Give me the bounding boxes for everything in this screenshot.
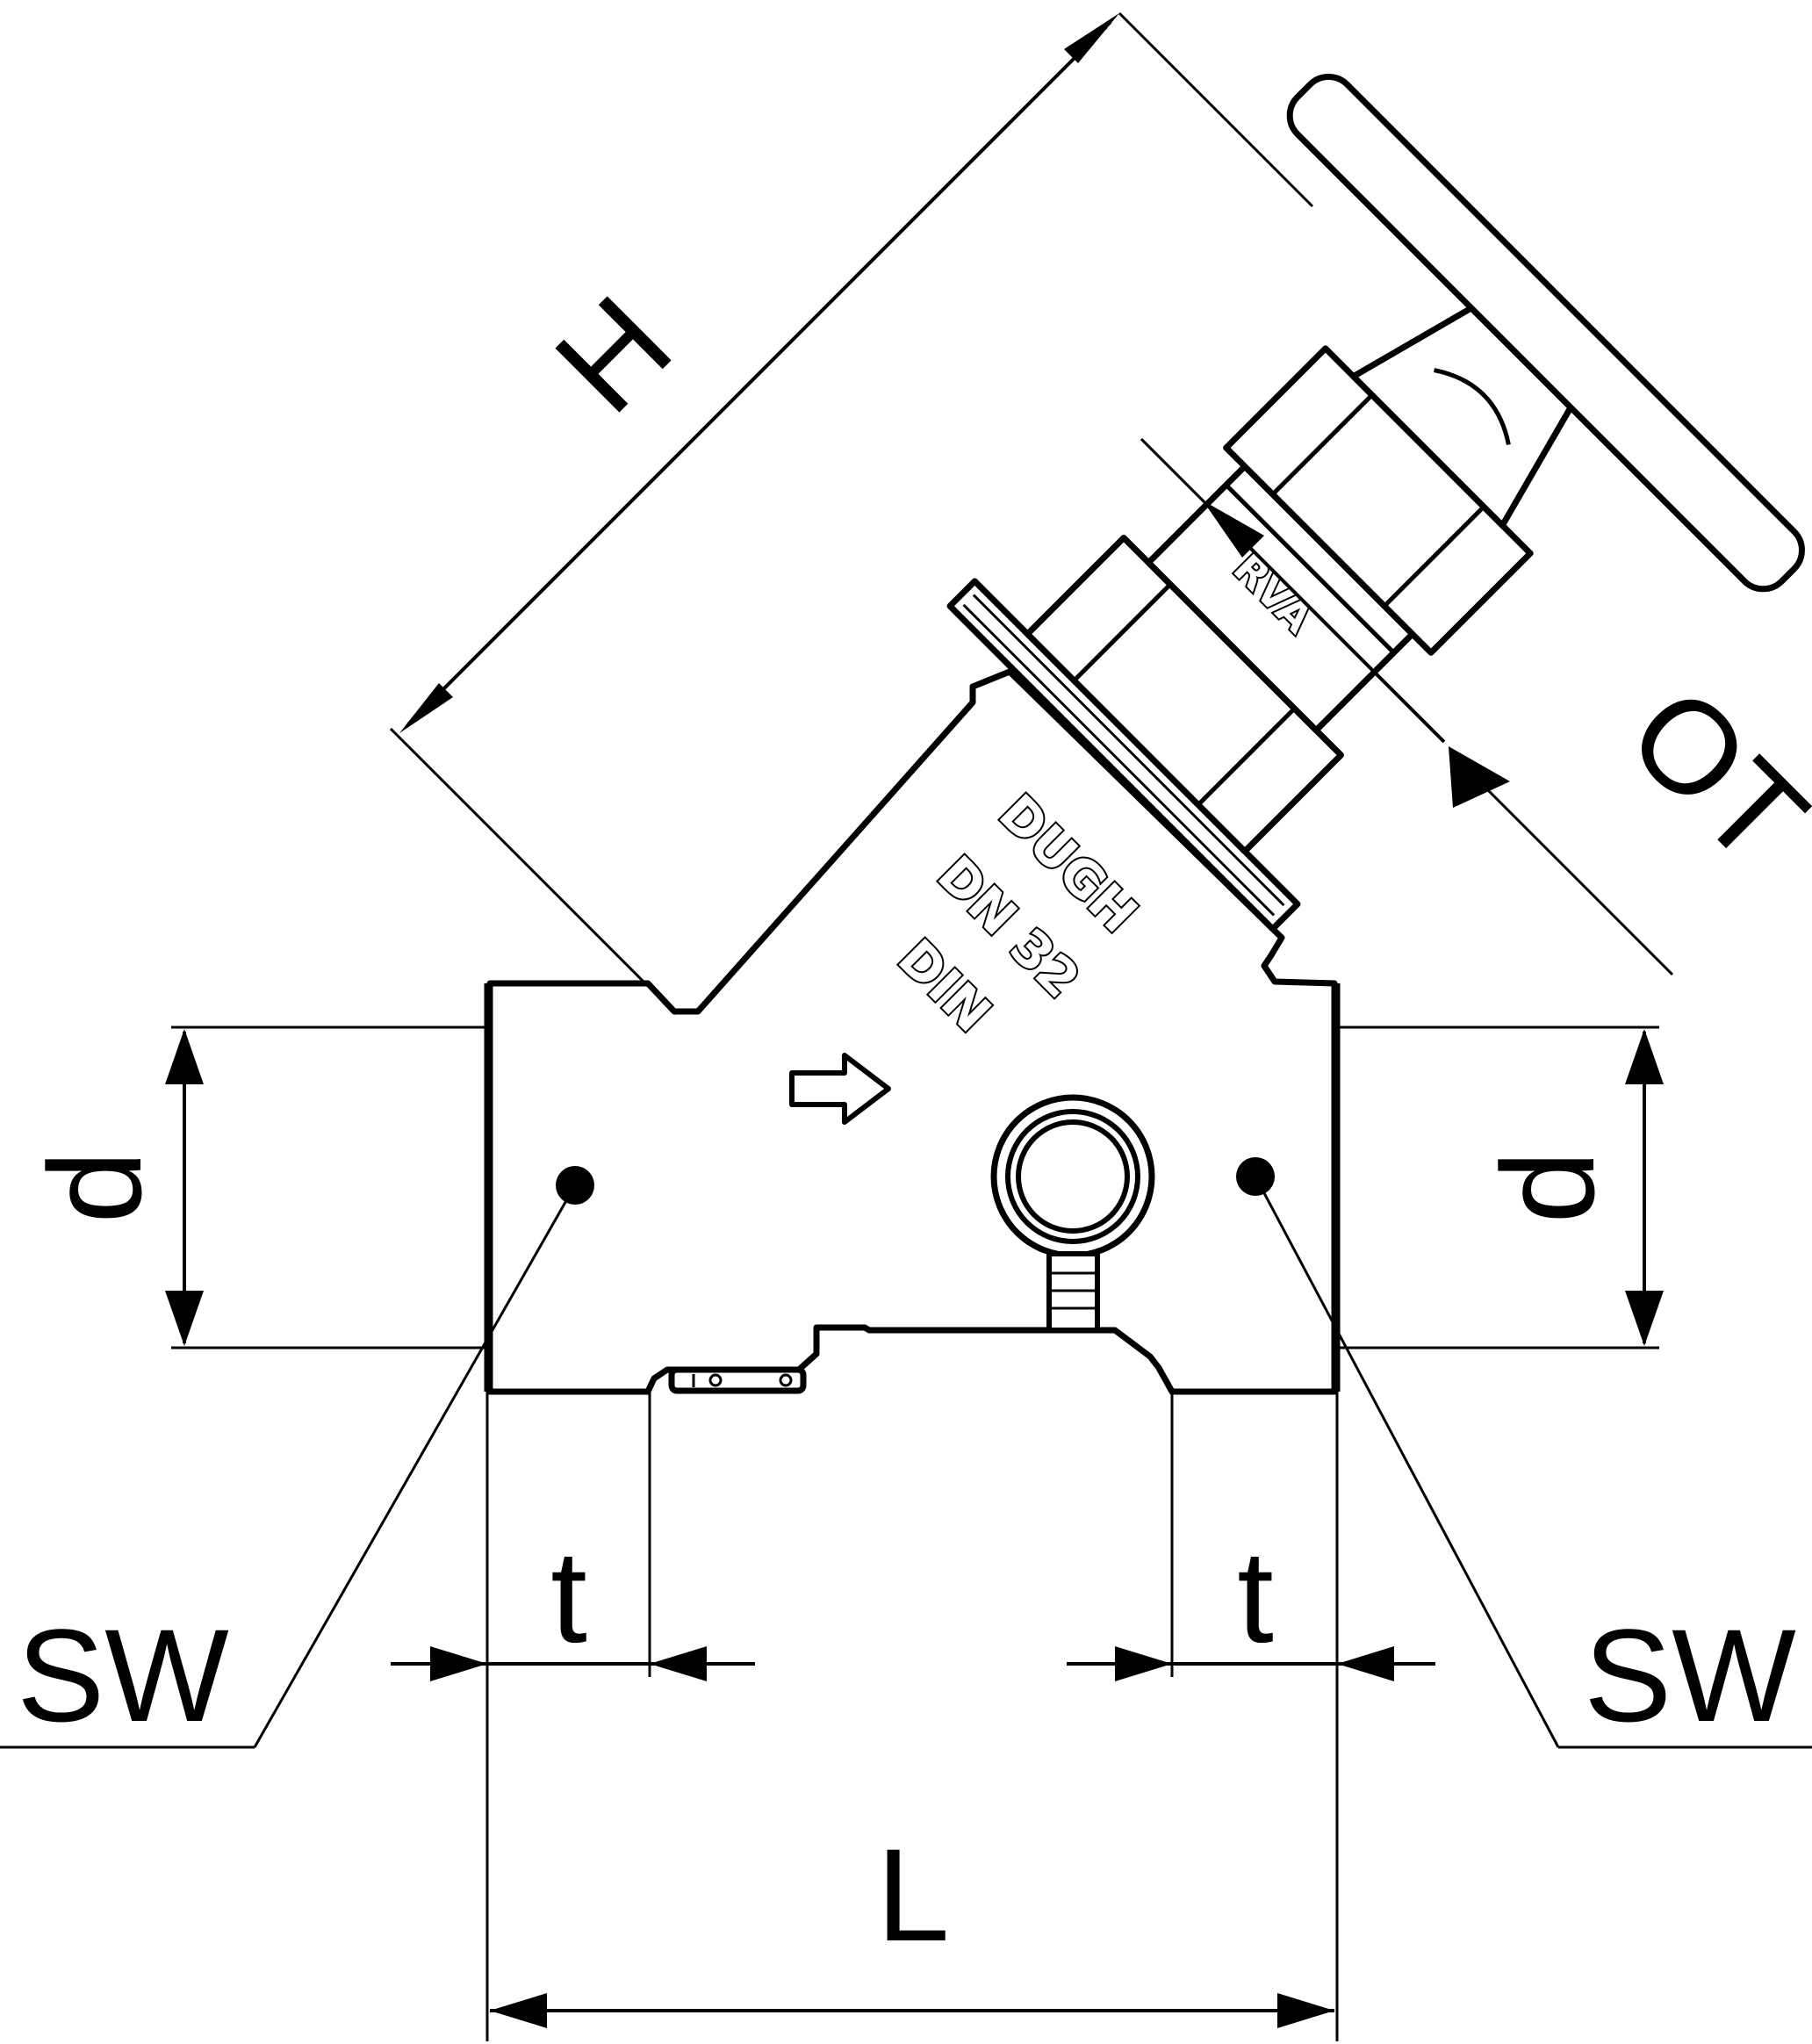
dimension-t-left: t — [391, 1392, 755, 1681]
dimension-d-right-label: d — [1474, 1150, 1621, 1223]
dimension-d-right: d — [1337, 1026, 1664, 1349]
dimension-d-left: d — [21, 1026, 487, 1349]
drain-plug — [668, 1366, 807, 1394]
dimension-t-right: t — [1067, 1392, 1435, 1681]
dimension-sw-left-label: SW — [17, 1601, 229, 1749]
dimension-t-left-label: t — [550, 1522, 587, 1670]
dimension-d-left-label: d — [21, 1150, 169, 1223]
dimension-t-right-label: t — [1237, 1522, 1274, 1670]
handwheel — [1286, 74, 1805, 593]
dimension-sw-right-label: SW — [1584, 1601, 1796, 1749]
dimension-ot-label: OT — [1601, 659, 1812, 892]
test-port — [990, 1094, 1155, 1333]
dimension-l-label: L — [876, 1821, 949, 1968]
dimension-h-label: H — [528, 269, 699, 440]
flow-direction-arrow — [789, 1053, 891, 1125]
dimension-sw-left: SW — [0, 1184, 577, 1749]
dimension-sw-right: SW — [1254, 1176, 1812, 1749]
valve-body — [484, 668, 1341, 1395]
dimension-l: L — [485, 1392, 1339, 2041]
bonnet-assembly: RVA — [946, 74, 1805, 932]
